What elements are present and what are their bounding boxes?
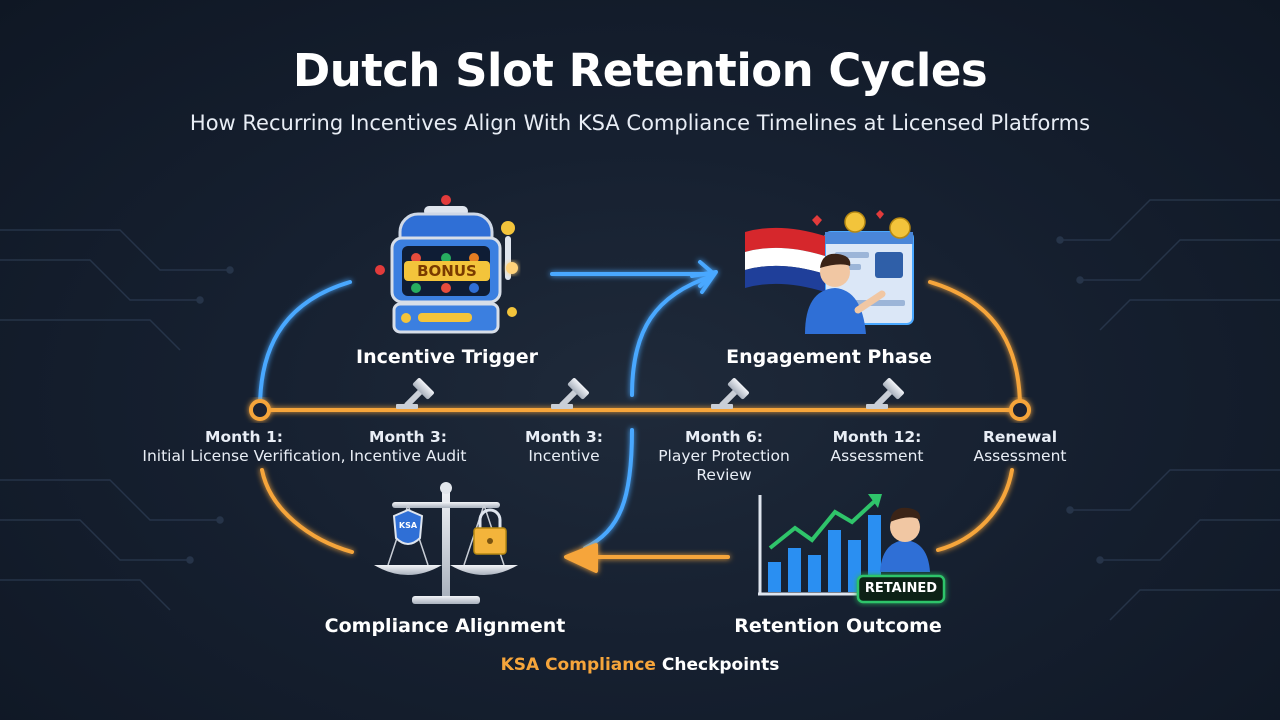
checkpoint-desc: Incentive xyxy=(528,447,600,465)
checkpoint-renewal: Renewal Assessment xyxy=(974,428,1067,466)
netherlands-flag-icon xyxy=(745,227,825,292)
checkpoint-desc: Assessment xyxy=(973,447,1067,465)
page-title: Dutch Slot Retention Cycles xyxy=(292,44,988,97)
heart-icon xyxy=(812,215,822,226)
compliance-timeline xyxy=(249,399,1031,421)
checkpoint-month: Month 12: xyxy=(832,428,922,446)
compliance-scale-icon xyxy=(374,482,518,604)
coin-icon xyxy=(889,217,911,239)
stage-label-compliance-alignment: Compliance Alignment xyxy=(324,615,566,637)
checkpoint-desc: Initial License Verification, xyxy=(142,447,346,465)
checkpoint-month: Month 3: xyxy=(369,428,447,446)
gavel-icon-3 xyxy=(711,378,749,409)
timeline-end-node xyxy=(1009,399,1031,421)
checkpoint-month-3-incentive: Month 3: Incentive xyxy=(525,428,603,466)
ksa-shield-text: KSA xyxy=(398,521,418,530)
legend-rest: Checkpoints xyxy=(661,655,780,675)
timeline-start-node xyxy=(249,399,271,421)
circuit-decoration-right xyxy=(1056,199,1280,621)
slot-machine-icon xyxy=(375,195,518,334)
heart-icon xyxy=(876,210,884,219)
legend-highlight: KSA Compliance xyxy=(500,655,656,675)
coin-icon xyxy=(844,211,866,233)
checkpoint-desc: Incentive Audit xyxy=(349,447,467,465)
stage-label-retention-outcome: Retention Outcome xyxy=(734,615,942,637)
cycle-arrows-blue xyxy=(258,260,718,550)
checkpoint-month: Month 3: xyxy=(525,428,603,446)
retained-badge-text: RETAINED xyxy=(864,581,938,596)
checkpoint-month-1: Month 1: Initial License Verification, xyxy=(142,428,345,466)
checkpoint-desc: Assessment xyxy=(830,447,924,465)
bonus-badge-text: BONUS xyxy=(417,262,477,280)
checkpoint-month-3-audit: Month 3: Incentive Audit xyxy=(350,428,467,466)
circuit-decoration-left xyxy=(0,229,234,611)
checkpoint-month: Month 6: xyxy=(685,428,763,446)
ksa-shield-icon xyxy=(392,508,424,545)
padlock-icon xyxy=(473,508,507,555)
legend: KSA Compliance Checkpoints xyxy=(0,655,1280,675)
page-subtitle: How Recurring Incentives Align With KSA … xyxy=(189,111,1091,135)
gavel-icon-4 xyxy=(866,378,904,409)
stage-label-incentive-trigger: Incentive Trigger xyxy=(356,346,538,368)
gavel-icon-1 xyxy=(396,378,434,409)
checkpoint-desc: Player Protection Review xyxy=(658,447,790,484)
stage-label-engagement-phase: Engagement Phase xyxy=(726,346,932,368)
retained-user-avatar-icon xyxy=(880,507,930,572)
retained-badge xyxy=(856,574,946,604)
checkpoint-month-12: Month 12: Assessment xyxy=(831,428,924,466)
cycle-arrows-orange xyxy=(260,280,1022,573)
gavel-icon-2 xyxy=(551,378,589,409)
checkpoint-month-6: Month 6: Player Protection Review xyxy=(649,428,799,485)
checkpoint-month: Renewal xyxy=(982,428,1058,446)
user-avatar-icon xyxy=(805,253,886,334)
engagement-illustration xyxy=(745,210,914,334)
checkpoint-month: Month 1: xyxy=(205,428,283,446)
